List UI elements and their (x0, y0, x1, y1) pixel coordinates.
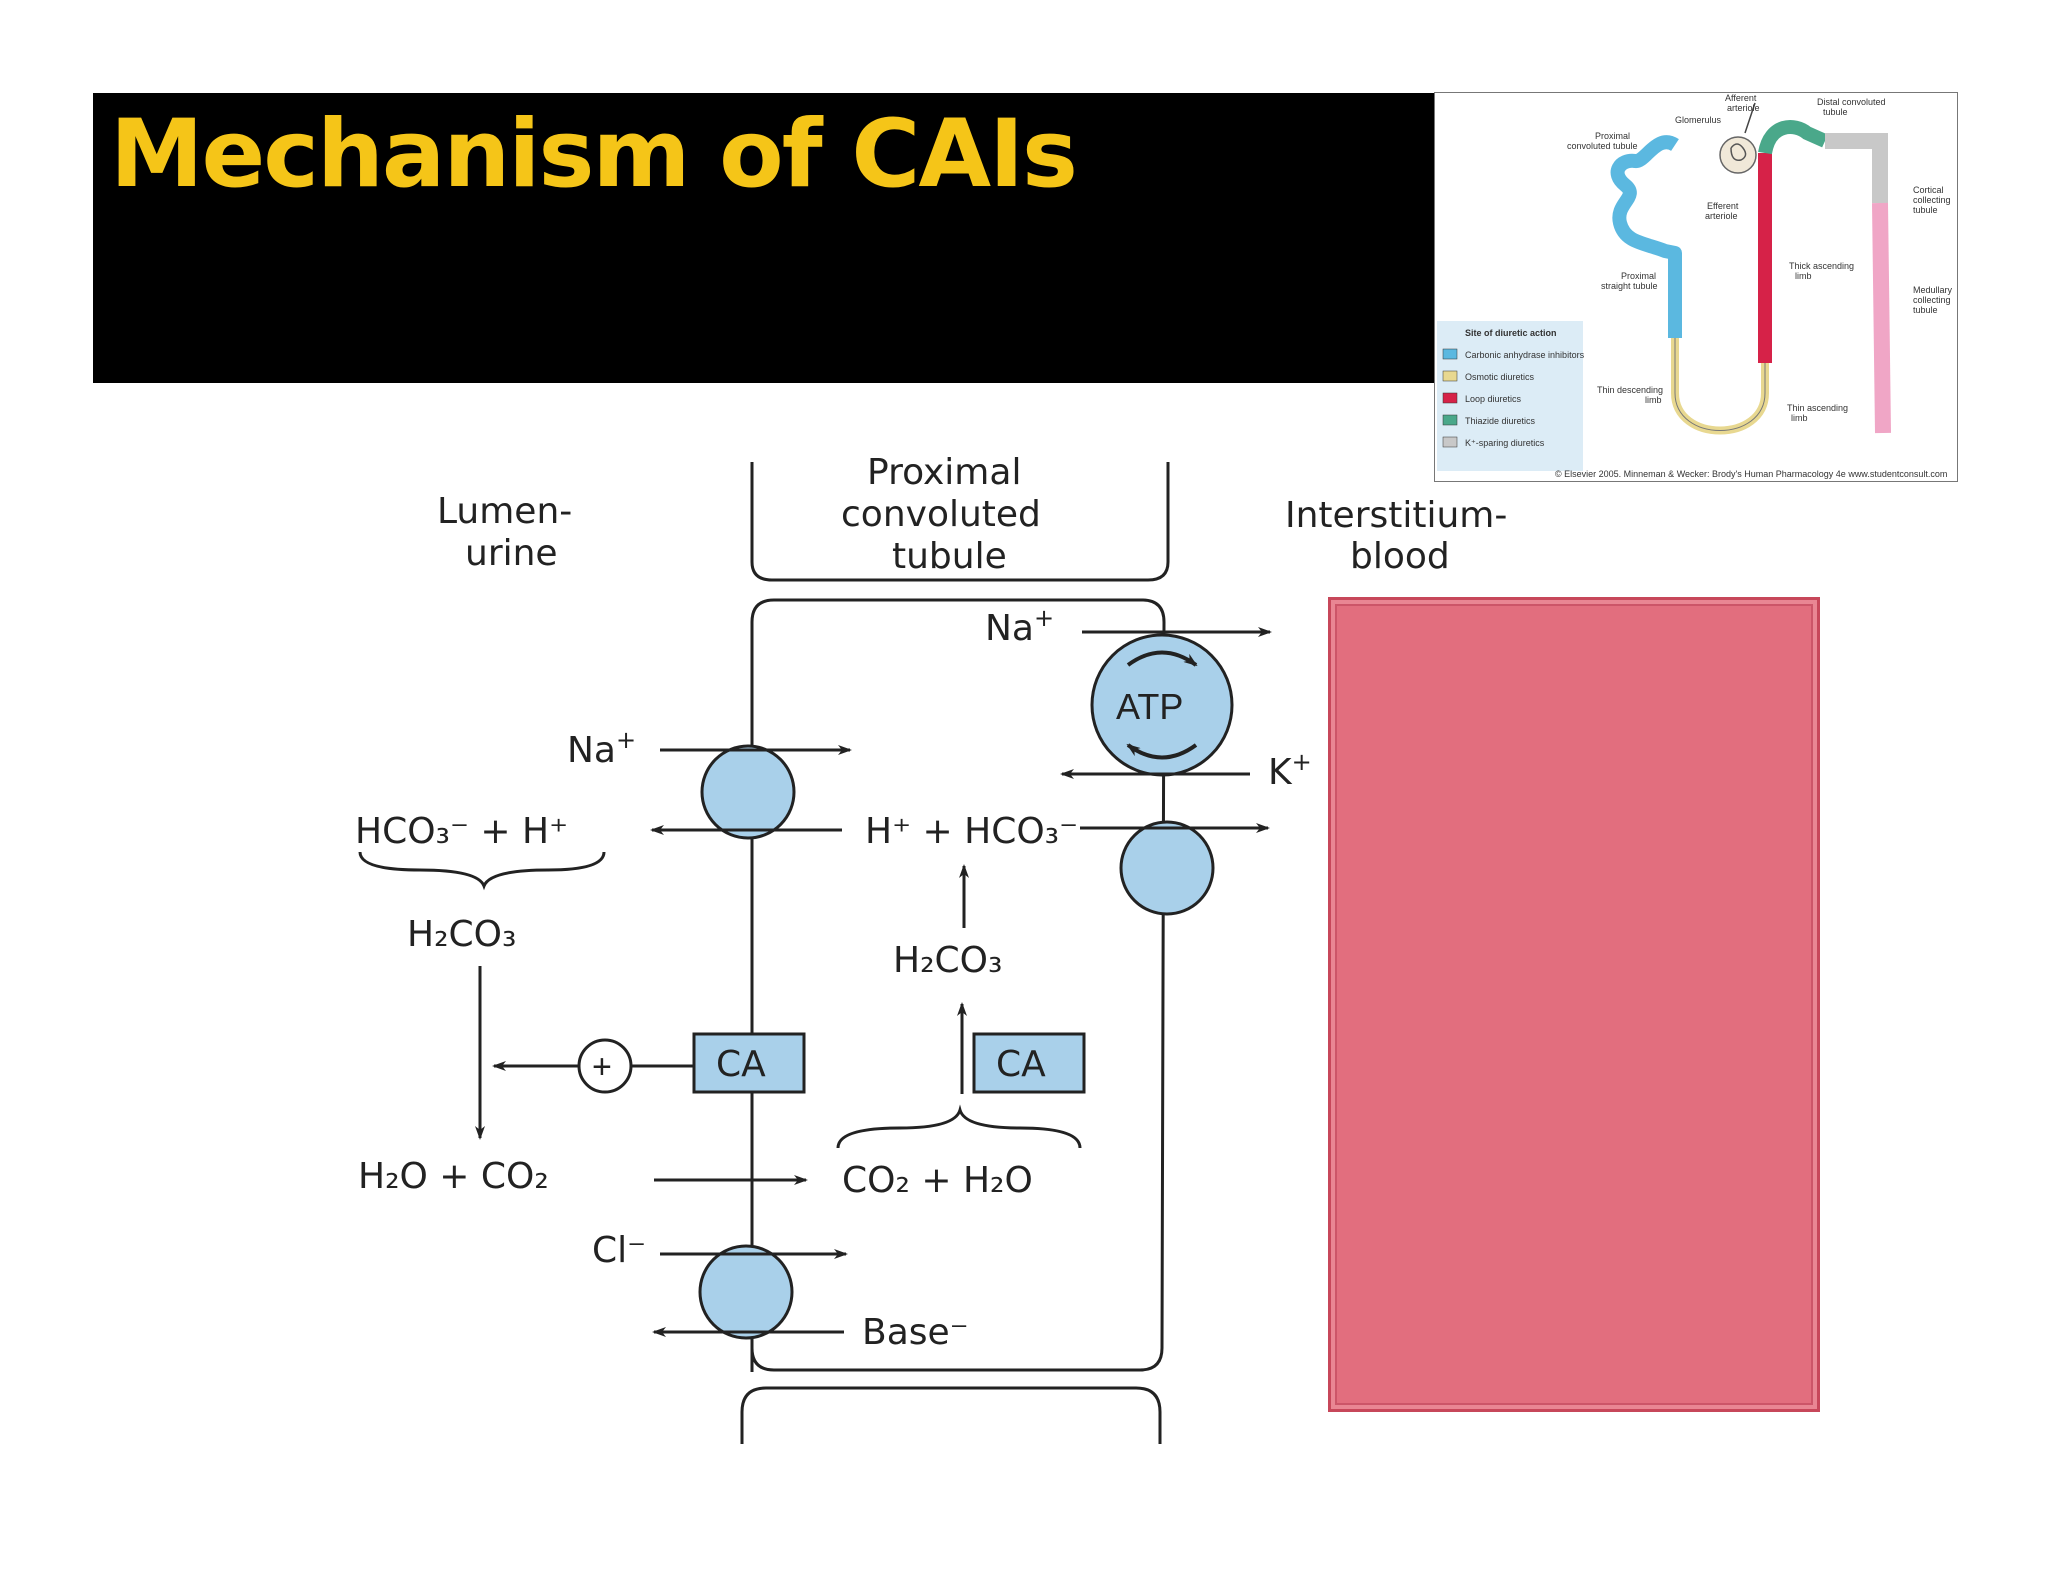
label-hco3-h-left: HCO₃⁻ + H⁺ (355, 811, 568, 852)
atp-label: ATP (1116, 686, 1183, 727)
slide-title: Mechanism of CAIs (110, 100, 1078, 209)
inset-label-efferent: Efferent (1707, 201, 1739, 211)
inset-label-thin-asc: Thin ascending (1787, 403, 1848, 413)
legend-swatch-ksparing (1442, 436, 1458, 448)
inset-label-medullary3: tubule (1913, 305, 1938, 315)
medullary-collecting-shape (1872, 202, 1891, 434)
brace-left (358, 851, 606, 891)
glomerulus-capillary (1730, 143, 1747, 161)
legend-panel (1437, 321, 1583, 471)
glomerulus-shape (1719, 136, 1757, 174)
inset-label-thin-desc: Thin descending (1597, 385, 1663, 395)
label-base: Base⁻ (862, 1312, 969, 1353)
distal-tubule-shape (1758, 120, 1828, 155)
label-ca-right: CA (996, 1044, 1046, 1085)
proximal-tubule-shape (1610, 135, 1682, 338)
legend-label-thiazide: Thiazide diuretics (1465, 416, 1536, 426)
header-interstitium-2: blood (1350, 536, 1450, 577)
label-co2-h2o-right: CO₂ + H₂O (842, 1160, 1033, 1201)
legend-swatch-thiazide (1442, 414, 1458, 426)
legend-label-ksparing: K⁺-sparing diuretics (1465, 438, 1545, 448)
cortical-collecting-shape (1825, 133, 1888, 203)
title-banner (93, 93, 1438, 383)
inset-label-medullary2: collecting (1913, 295, 1951, 305)
inset-label-thick2: limb (1795, 271, 1812, 281)
inset-label-proximal2: convoluted tubule (1567, 141, 1638, 151)
legend-label-loop: Loop diuretics (1465, 394, 1522, 404)
legend-swatch-cai (1442, 348, 1458, 360)
label-cl: Cl⁻ (592, 1230, 646, 1271)
cell-wall-upper (750, 462, 1170, 582)
inset-label-proximal-straight: Proximal (1621, 271, 1656, 281)
inset-copyright: © Elsevier 2005. Minneman & Wecker: Brod… (1555, 469, 1947, 479)
atp-rotate-arrow-bottom (1126, 743, 1198, 760)
inset-label-cortical: Cortical (1913, 185, 1944, 195)
ca-box-right (972, 1032, 1086, 1094)
inset-label-glomerulus: Glomerulus (1675, 115, 1722, 125)
inset-label-efferent2: arteriole (1705, 211, 1738, 221)
inset-label-medullary: Medullary (1913, 285, 1953, 295)
inset-label-thick: Thick ascending (1789, 261, 1854, 271)
inset-label-proximal-straight2: straight tubule (1601, 281, 1658, 291)
ca-box-left (692, 1032, 806, 1094)
inset-label-thin-asc2: limb (1791, 413, 1808, 423)
legend-label-cai: Carbonic anhydrase inhibitors (1465, 350, 1585, 360)
inset-label-distal2: tubule (1823, 107, 1848, 117)
label-k: K+ (1268, 748, 1312, 793)
brace-right (836, 1104, 1082, 1149)
inset-label-distal: Distal convoluted (1817, 97, 1886, 107)
loop-outline (1674, 338, 1766, 431)
na-h-exchanger (700, 744, 796, 840)
legend-title: Site of diuretic action (1465, 328, 1557, 338)
nephron-svg: Site of diuretic action Carbonic anhydra… (1437, 93, 1953, 479)
inset-label-afferent: Afferent (1725, 93, 1757, 103)
cell-membrane (750, 598, 1166, 1372)
inset-label-proximal: Proximal (1595, 131, 1630, 141)
legend-swatch-loop (1442, 392, 1458, 404)
header-lumen-2: urine (465, 533, 558, 574)
header-tubule-3: tubule (892, 536, 1007, 577)
legend-swatch-osmotic (1442, 370, 1458, 382)
inset-label-cortical2: collecting (1913, 195, 1951, 205)
overlay-red-box (1328, 597, 1820, 1412)
basolateral-hco3-transporter (1119, 820, 1215, 916)
label-na-top: Na+ (985, 604, 1054, 649)
header-tubule-1: Proximal (867, 452, 1021, 493)
loop-of-henle-shape (1671, 338, 1769, 435)
afferent-vessel (1744, 102, 1756, 134)
label-plus: + (592, 1048, 612, 1086)
label-na-left: Na+ (567, 726, 636, 771)
inset-label-thin-desc2: limb (1645, 395, 1662, 405)
header-interstitium-1: Interstitium- (1285, 495, 1507, 536)
header-tubule-2: convoluted (841, 494, 1041, 535)
label-h2co3-right: H₂CO₃ (893, 940, 1002, 981)
label-h2o-co2-left: H₂O + CO₂ (358, 1156, 549, 1197)
inset-label-afferent2: arteriole (1727, 103, 1760, 113)
inset-label-cortical3: tubule (1913, 205, 1938, 215)
atp-pump (1090, 633, 1234, 777)
legend-label-osmotic: Osmotic diuretics (1465, 372, 1535, 382)
cell-wall-lower (740, 1386, 1162, 1444)
label-ca-left: CA (716, 1044, 766, 1085)
label-h2co3-left: H₂CO₃ (407, 914, 516, 955)
atp-rotate-arrow-top (1126, 650, 1198, 667)
nephron-figure: Site of diuretic action Carbonic anhydra… (1434, 92, 1958, 482)
plus-circle (577, 1038, 633, 1094)
label-h-hco3-right: H⁺ + HCO₃⁻ (865, 811, 1078, 852)
cl-base-exchanger (698, 1244, 794, 1340)
header-lumen-1: Lumen- (437, 491, 572, 532)
